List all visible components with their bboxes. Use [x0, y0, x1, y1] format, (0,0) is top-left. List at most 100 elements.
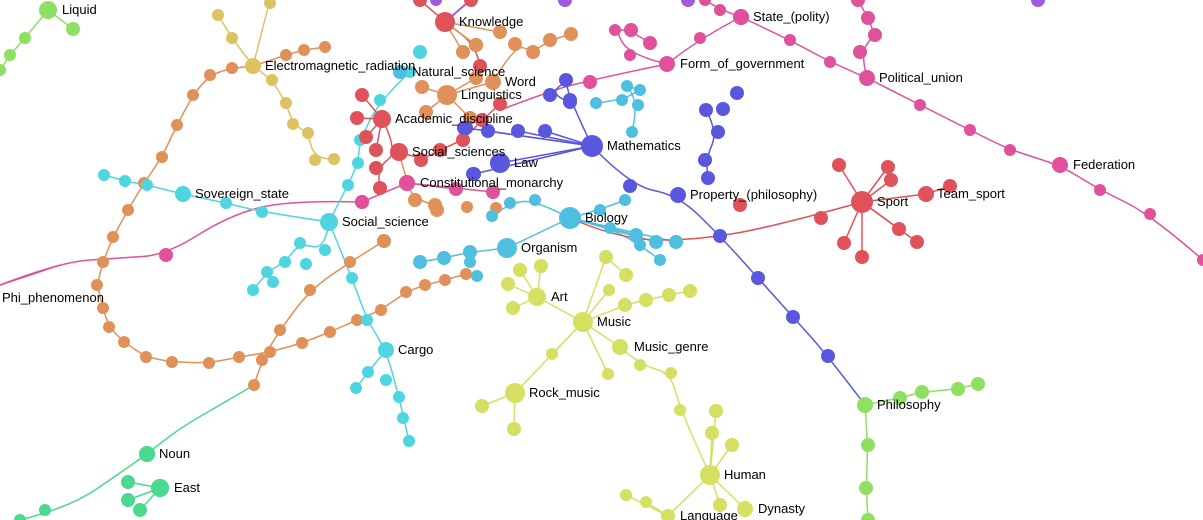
orange-chain[interactable] [203, 357, 215, 369]
graph-node[interactable] [380, 374, 392, 386]
graph-node[interactable] [694, 32, 706, 44]
graph-node[interactable] [910, 235, 924, 249]
graph-node[interactable] [159, 248, 173, 262]
graph-node[interactable] [133, 503, 147, 517]
graph-node[interactable] [419, 105, 433, 119]
graph-node[interactable] [264, 0, 276, 9]
graph-node[interactable] [665, 367, 677, 379]
graph-node[interactable] [884, 173, 898, 187]
graph-node[interactable] [464, 256, 476, 268]
orange-chain[interactable] [233, 351, 245, 363]
node-political-union[interactable] [859, 70, 875, 86]
graph-node[interactable] [699, 0, 711, 6]
red-chain-top[interactable] [473, 59, 487, 73]
graph-node[interactable] [463, 245, 477, 259]
graph-node[interactable] [66, 22, 80, 36]
graph-node[interactable] [350, 382, 362, 394]
cyan-chain-2[interactable] [220, 197, 232, 209]
orange-chain[interactable] [118, 336, 130, 348]
graph-node[interactable] [559, 73, 573, 87]
graph-node[interactable] [461, 201, 473, 213]
graph-node[interactable] [733, 198, 747, 212]
node-rock-music[interactable] [505, 383, 525, 403]
graph-node[interactable] [609, 24, 621, 36]
cyan-chain-4[interactable] [352, 157, 364, 169]
graph-node[interactable] [786, 310, 800, 324]
graph-node[interactable] [714, 4, 726, 16]
gold-chain[interactable] [226, 32, 238, 44]
cyan-chain-3[interactable] [319, 244, 331, 256]
graph-node[interactable] [971, 377, 985, 391]
graph-node[interactable] [643, 36, 657, 50]
graph-node[interactable] [681, 0, 695, 7]
graph-node[interactable] [501, 277, 515, 291]
orange-chain[interactable] [140, 351, 152, 363]
node-art[interactable] [528, 288, 546, 306]
graph-node[interactable] [604, 222, 616, 234]
gold-chain[interactable] [266, 74, 278, 86]
graph-node[interactable] [699, 103, 713, 117]
graph-node[interactable] [634, 359, 646, 371]
graph-node[interactable] [629, 228, 643, 242]
graph-node[interactable] [267, 276, 279, 288]
node-state-polity[interactable] [733, 9, 749, 25]
node-sport[interactable] [851, 191, 873, 213]
orange-top[interactable] [564, 27, 578, 41]
graph-node[interactable] [355, 88, 369, 102]
node-federation[interactable] [1052, 157, 1068, 173]
graph-node[interactable] [853, 45, 867, 59]
orange-chain[interactable] [187, 89, 199, 101]
graph-node[interactable] [464, 0, 478, 7]
liquid-chain[interactable] [0, 64, 6, 76]
graph-node[interactable] [430, 203, 444, 217]
orange-top[interactable] [543, 33, 557, 47]
graph-node[interactable] [563, 95, 577, 109]
cyan-chain-4[interactable] [374, 94, 386, 106]
graph-node[interactable] [716, 102, 730, 116]
graph-node[interactable] [649, 235, 663, 249]
graph-node[interactable] [369, 143, 383, 157]
cyan-chain-3[interactable] [261, 266, 273, 278]
graph-node[interactable] [437, 251, 451, 265]
graph-node[interactable] [662, 288, 676, 302]
node-mathematics[interactable] [581, 135, 603, 157]
graph-node[interactable] [634, 239, 646, 251]
graph-node[interactable] [350, 111, 364, 125]
gold-chain[interactable] [302, 127, 314, 139]
cyan-chain-1[interactable] [119, 175, 131, 187]
graph-node[interactable] [861, 11, 875, 25]
cyan-chain-1[interactable] [141, 179, 153, 191]
graph-node[interactable] [951, 382, 965, 396]
graph-node[interactable] [449, 182, 463, 196]
graph-node[interactable] [397, 412, 409, 424]
graph-node[interactable] [414, 153, 428, 167]
graph-node[interactable] [639, 293, 653, 307]
graph-node[interactable] [619, 268, 633, 282]
graph-node[interactable] [430, 0, 442, 6]
graph-node[interactable] [415, 80, 429, 94]
graph-node[interactable] [725, 438, 739, 452]
orange-tail[interactable] [256, 354, 268, 366]
cyan-chain-4[interactable] [342, 179, 354, 191]
node-knowledge[interactable] [435, 12, 455, 32]
graph-node[interactable] [590, 97, 602, 109]
graph-node[interactable] [868, 28, 882, 42]
graph-node[interactable] [654, 254, 666, 266]
orange-chain[interactable] [460, 268, 472, 280]
orange-chain[interactable] [375, 304, 387, 316]
node-constitutional-monarchy[interactable] [399, 175, 415, 191]
node-electromagnetic-radiation[interactable] [245, 58, 261, 74]
graph-node[interactable] [456, 133, 470, 147]
liquid-chain[interactable] [4, 49, 16, 61]
orange-chain[interactable] [400, 286, 412, 298]
orange-chain-2[interactable] [319, 41, 331, 53]
node-natural-science[interactable] [393, 65, 407, 79]
graph-node[interactable] [413, 255, 427, 269]
graph-node[interactable] [558, 0, 572, 7]
graph-node[interactable] [683, 284, 697, 298]
graph-node[interactable] [121, 493, 135, 507]
cyan-chain-3[interactable] [294, 237, 306, 249]
orange-chain[interactable] [122, 204, 134, 216]
graph-node[interactable] [623, 179, 637, 193]
graph-node[interactable] [475, 399, 489, 413]
